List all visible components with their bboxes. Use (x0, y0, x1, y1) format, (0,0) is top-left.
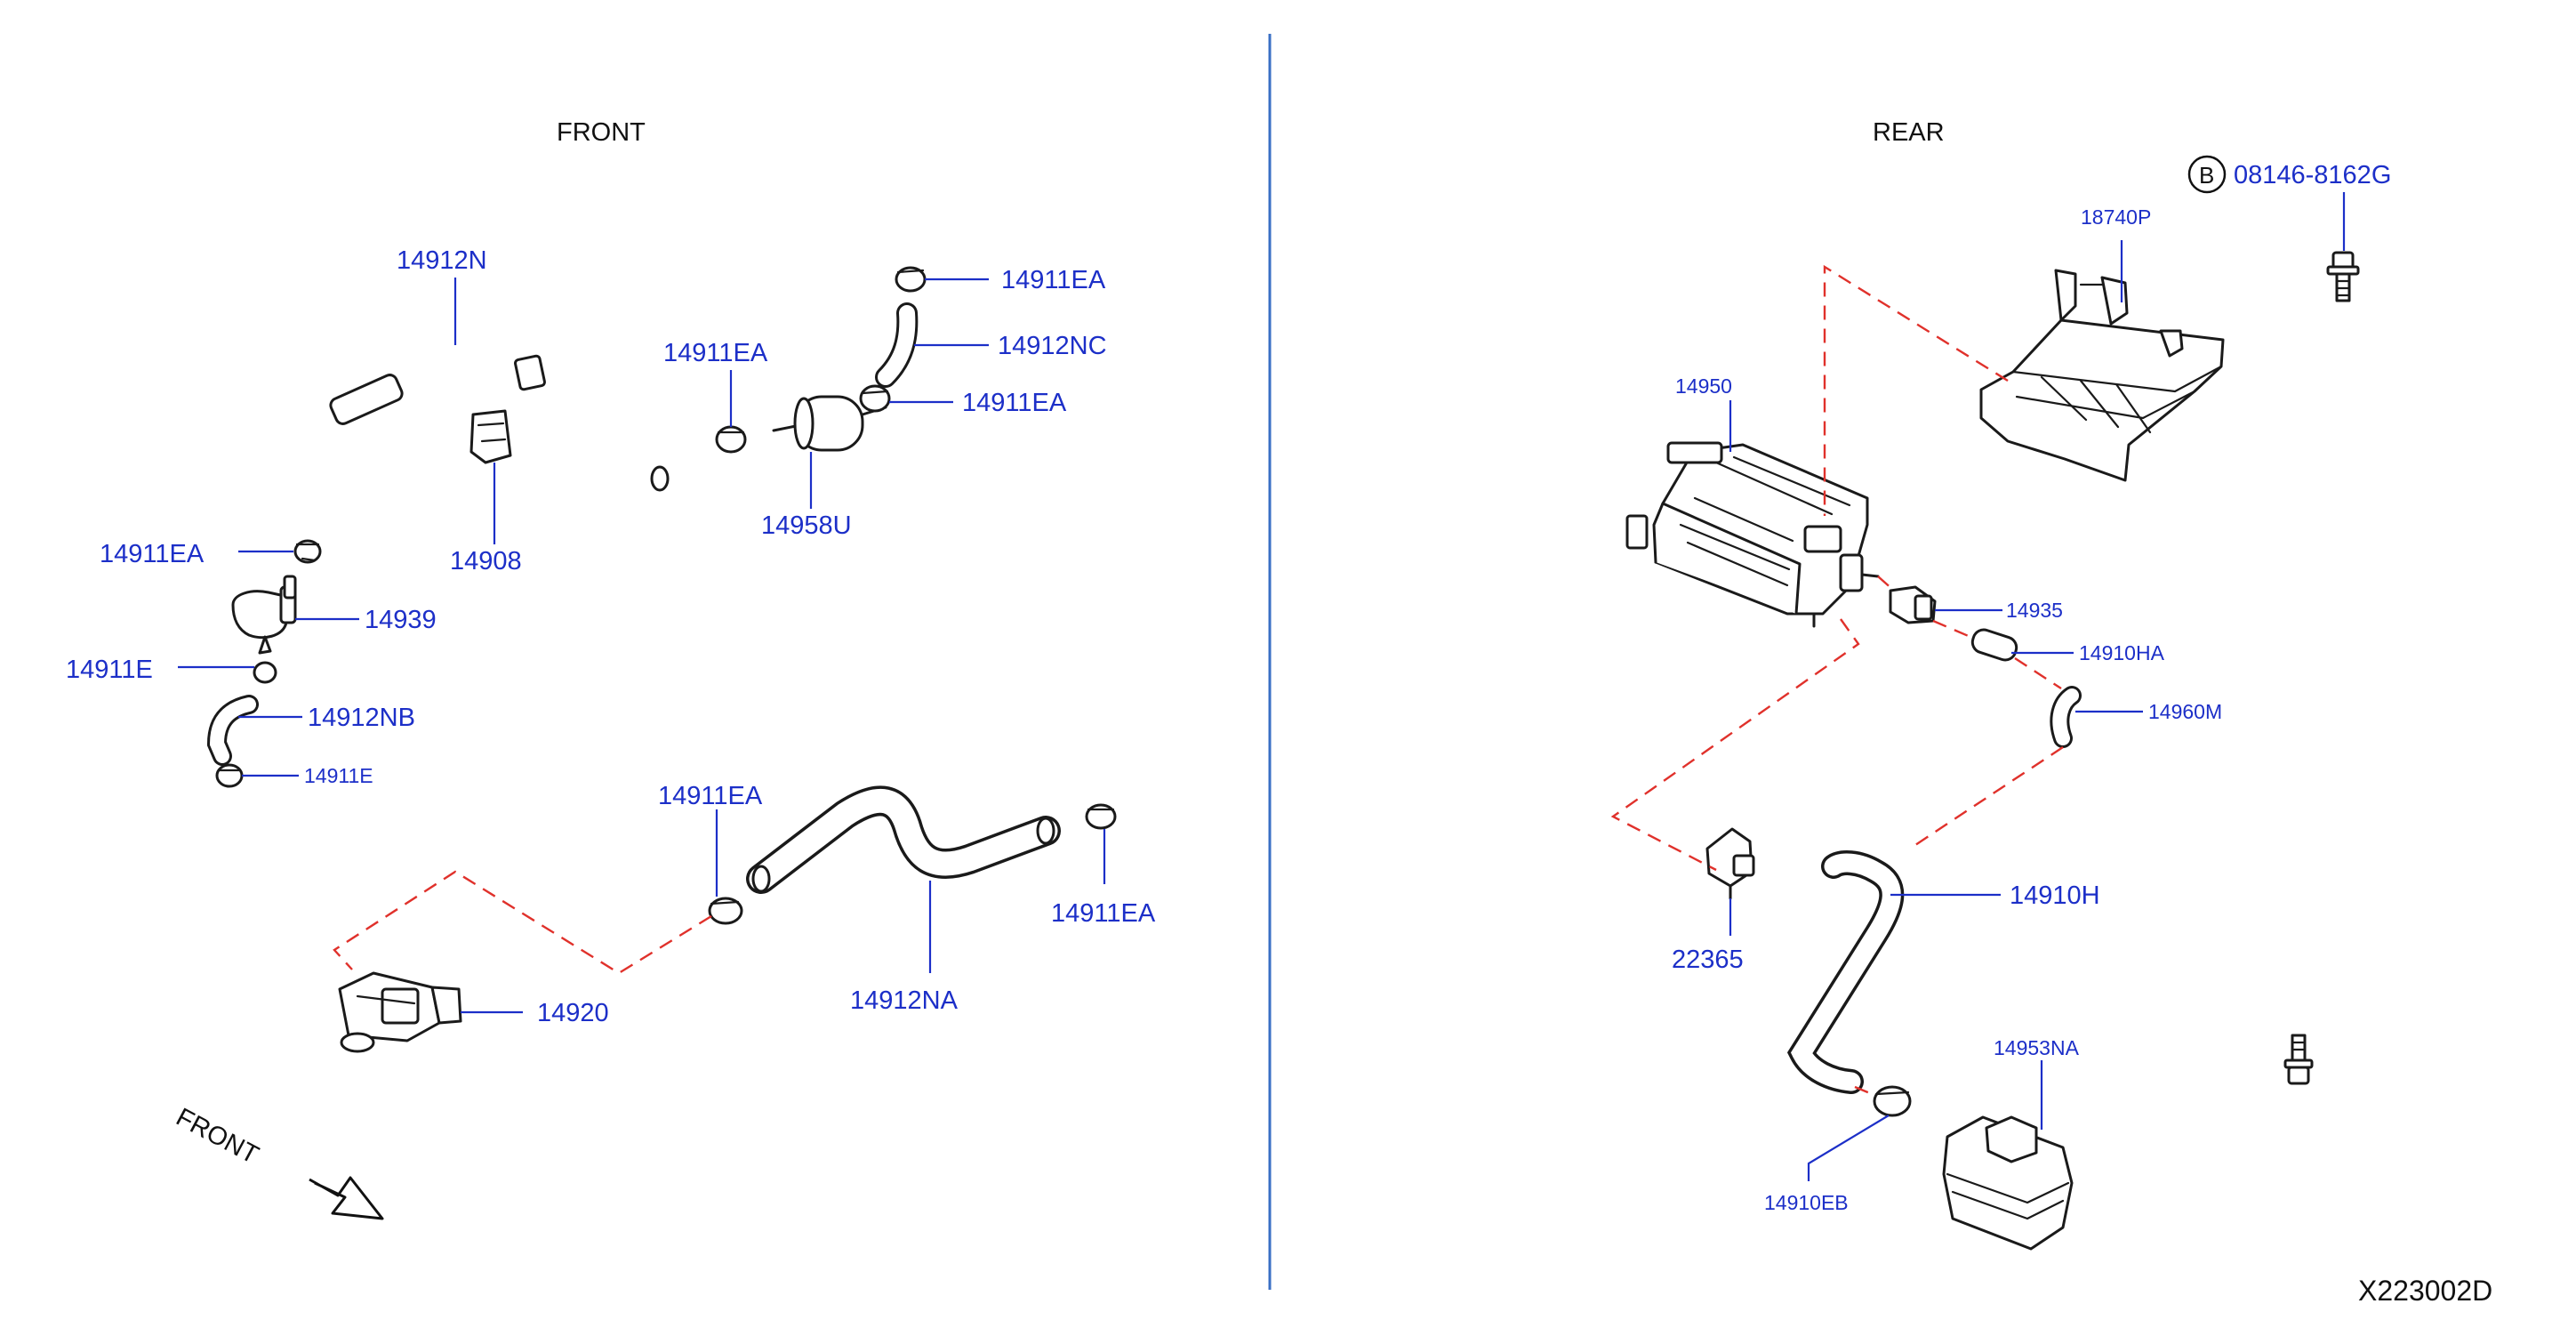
separator-14953NA (1942, 1115, 2074, 1251)
valve-14939 (231, 575, 297, 655)
hose-14910HA (1970, 628, 2018, 662)
label-14911E-lower: 14911E (304, 764, 373, 787)
label-14910EB: 14910EB (1764, 1191, 1849, 1214)
clamp-14911E-lower (215, 763, 244, 788)
label-14912NB: 14912NB (308, 704, 415, 732)
filter-14958U (772, 395, 887, 452)
hose-14912NB (206, 695, 259, 766)
bolt-badge-letter: B (2199, 162, 2214, 189)
clamp-14911EA-hose-left (708, 897, 743, 925)
label-14960M: 14960M (2148, 700, 2222, 723)
label-14911E-upper: 14911E (66, 656, 153, 684)
hose-14912NC (875, 302, 919, 388)
bolt-lower-icon (2283, 1034, 2314, 1085)
bracket-18740P (1979, 269, 2225, 482)
diagram-code: X223002D (2358, 1275, 2492, 1307)
label-14911EA-left: 14911EA (100, 540, 205, 568)
clip-14908 (469, 409, 512, 464)
bolt-badge (2187, 155, 2227, 194)
label-14911EA-filter-left: 14911EA (663, 339, 768, 367)
label-22365: 22365 (1672, 946, 1744, 974)
front-direction-arrow-icon (309, 1176, 384, 1220)
bolt-icon (2326, 251, 2360, 302)
label-14911EA-hose-left: 14911EA (658, 782, 763, 810)
hose-14960M (2050, 686, 2082, 748)
rear-section-title: REAR (1873, 118, 1945, 147)
label-14912N: 14912N (397, 246, 487, 275)
valve-22365 (1705, 827, 1755, 900)
clamp-14911EA-top (895, 266, 927, 293)
clamp-14911EA-filter-left (715, 425, 747, 454)
label-18740P: 18740P (2081, 205, 2151, 229)
hose-14912NA (746, 785, 1061, 894)
rear-connection-bracket (1823, 264, 2009, 516)
label-14958U: 14958U (761, 511, 852, 540)
rear-connection-hose-ha (2014, 656, 2062, 690)
connector-14935 (1889, 585, 1937, 624)
canister-14950 (1625, 441, 1880, 628)
hose-14910H (1786, 850, 1905, 1094)
rear-connection-hose-m (1914, 745, 2064, 847)
label-14920: 14920 (537, 999, 609, 1027)
label-14911EA-top: 14911EA (1001, 266, 1106, 294)
label-14935: 14935 (2006, 599, 2063, 622)
label-14910HA: 14910HA (2079, 641, 2165, 664)
front-direction-label: FRONT (172, 1103, 263, 1170)
label-14911EA-mid: 14911EA (962, 389, 1067, 417)
label-14911EA-hose-right: 14911EA (1051, 899, 1156, 928)
clamp-14910EB (1873, 1085, 1912, 1117)
clamp-14911E-upper (253, 661, 277, 684)
label-14910H: 14910H (2010, 881, 2100, 910)
rear-connection-connector (1877, 575, 1895, 592)
rear-connection-separator (1854, 1085, 1877, 1098)
front-connection-path (333, 870, 712, 975)
label-14950: 14950 (1675, 374, 1732, 398)
clamp-14911EA-left (293, 539, 322, 564)
label-bolt-part-number: 08146-8162G (2234, 161, 2391, 189)
front-section-title: FRONT (557, 118, 646, 147)
clamp-14911EA-filter-right (859, 384, 891, 413)
label-14939: 14939 (365, 606, 437, 634)
label-14908: 14908 (450, 547, 522, 575)
rear-connection-hose (1932, 619, 1971, 639)
bolt-callout: B 08146-8162G (2187, 155, 2391, 194)
label-14912NA: 14912NA (850, 986, 959, 1015)
label-14953NA: 14953NA (1994, 1036, 2080, 1059)
leader-14910EB (1807, 1115, 1890, 1181)
label-14912NC: 14912NC (998, 332, 1107, 360)
clamp-14911EA-hose-right (1085, 803, 1117, 830)
sensor-14920 (338, 971, 462, 1053)
